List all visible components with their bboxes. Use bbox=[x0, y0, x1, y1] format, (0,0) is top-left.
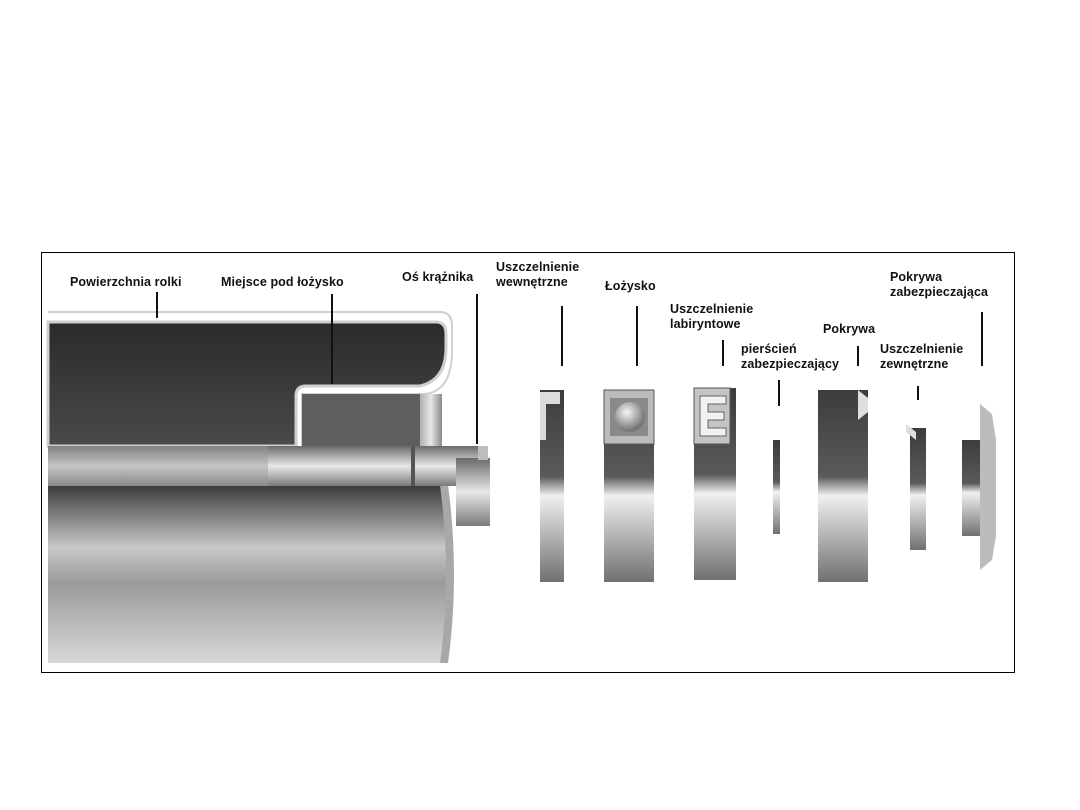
label-inner-seal: Uszczelnienie wewnętrzne bbox=[496, 260, 580, 289]
retaining-ring-part bbox=[773, 440, 780, 534]
label-roller-surface: Powierzchnia rolki bbox=[70, 275, 182, 289]
roller-body bbox=[46, 311, 490, 663]
label-bearing-seat: Miejsce pod łożysko bbox=[221, 275, 344, 289]
protective-cover-part bbox=[962, 404, 996, 570]
bearing-part bbox=[603, 389, 655, 582]
label-labyrinth-seal: Uszczelnienie labiryntowe bbox=[670, 302, 754, 331]
label-cover: Pokrywa bbox=[823, 322, 876, 336]
label-retaining-ring: pierścień zabezpieczający bbox=[741, 342, 840, 371]
label-idler-axle: Oś krążnika bbox=[402, 270, 474, 284]
label-outer-seal: Uszczelnienie zewnętrzne bbox=[880, 342, 964, 371]
label-protective-cover: Pokrywa zabezpieczająca bbox=[890, 270, 989, 299]
label-bearing: Łożysko bbox=[605, 279, 656, 293]
outer-seal-part bbox=[906, 424, 926, 550]
labyrinth-seal-part bbox=[693, 387, 736, 580]
leader-lines bbox=[156, 292, 983, 444]
inner-seal-part bbox=[540, 390, 564, 582]
cover-part bbox=[818, 390, 868, 582]
